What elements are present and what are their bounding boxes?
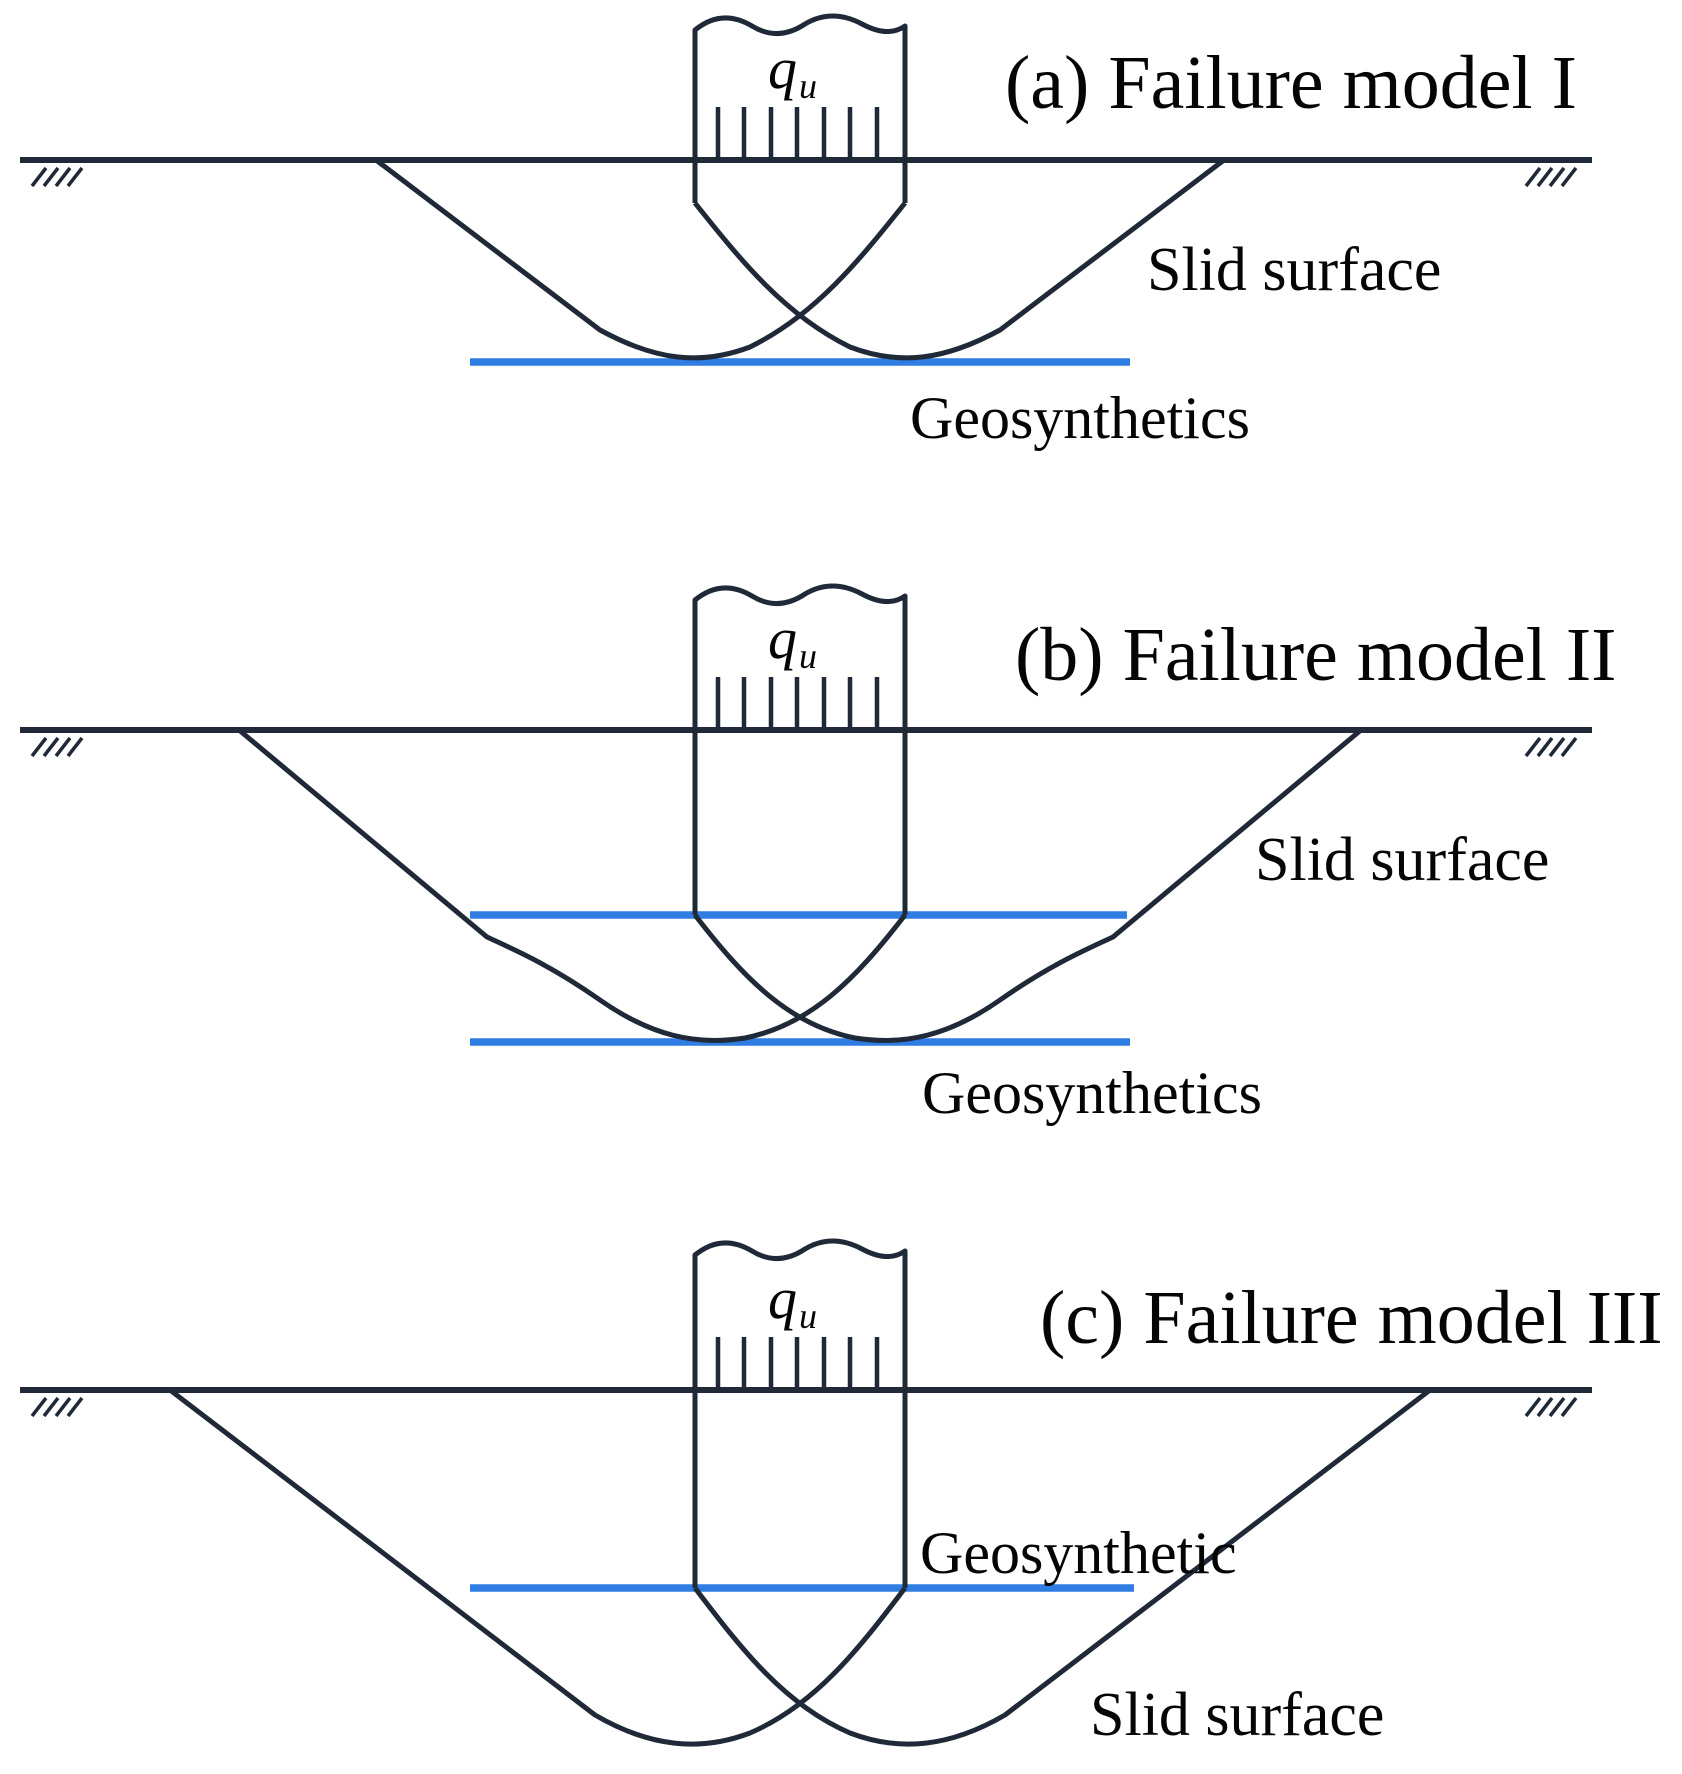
load-label-sub: u <box>799 1296 817 1336</box>
load-label-q: q <box>768 606 797 671</box>
slip-surface-left <box>168 1388 907 1747</box>
panel-a: qu (a) Failure model I Slid surface Geos… <box>20 13 1592 451</box>
geosynthetics-label: Geosynthetics <box>910 385 1250 451</box>
slid-surface-label: Slid surface <box>1147 236 1441 304</box>
panel-c: qu (c) Failure model III Geosynthetic Sl… <box>20 1238 1663 1749</box>
slid-surface-label: Slid surface <box>1255 826 1549 894</box>
panel-title: (b) Failure model II <box>1015 613 1616 697</box>
ground-hatch-right <box>1524 736 1578 758</box>
panel-b: qu (b) Failure model II Slid surface Geo… <box>20 583 1616 1126</box>
load-label-sub: u <box>799 66 817 106</box>
panel-title: (a) Failure model I <box>1005 41 1577 125</box>
load-label-q: q <box>768 1266 797 1331</box>
load-label: qu <box>768 606 817 676</box>
load-label: qu <box>768 1266 817 1336</box>
ground-hatch-left <box>30 1396 84 1418</box>
geosynthetics-label: Geosynthetics <box>922 1060 1262 1126</box>
ground-hatch-right <box>1524 1396 1578 1418</box>
slip-surface-right <box>693 1388 1432 1747</box>
load-ticks <box>715 677 880 730</box>
slip-surface-right <box>693 158 1226 361</box>
panel-title: (c) Failure model III <box>1040 1276 1663 1360</box>
load-label-q: q <box>768 36 797 101</box>
ground-hatch-left <box>30 166 84 188</box>
load-ticks <box>715 1337 880 1390</box>
slip-surface-right <box>693 728 1363 1043</box>
footing-outline <box>692 583 908 915</box>
footing-outline <box>692 13 908 203</box>
geosynthetics-label: Geosynthetic <box>920 1520 1237 1586</box>
slip-surface-left <box>374 158 907 361</box>
load-label: qu <box>768 36 817 106</box>
ground-hatch-left <box>30 736 84 758</box>
footing-outline <box>692 1238 908 1588</box>
load-label-sub: u <box>799 636 817 676</box>
ground-hatch-right <box>1524 166 1578 188</box>
slip-surface-left <box>237 728 907 1043</box>
load-ticks <box>715 107 880 160</box>
slid-surface-label: Slid surface <box>1090 1681 1384 1749</box>
